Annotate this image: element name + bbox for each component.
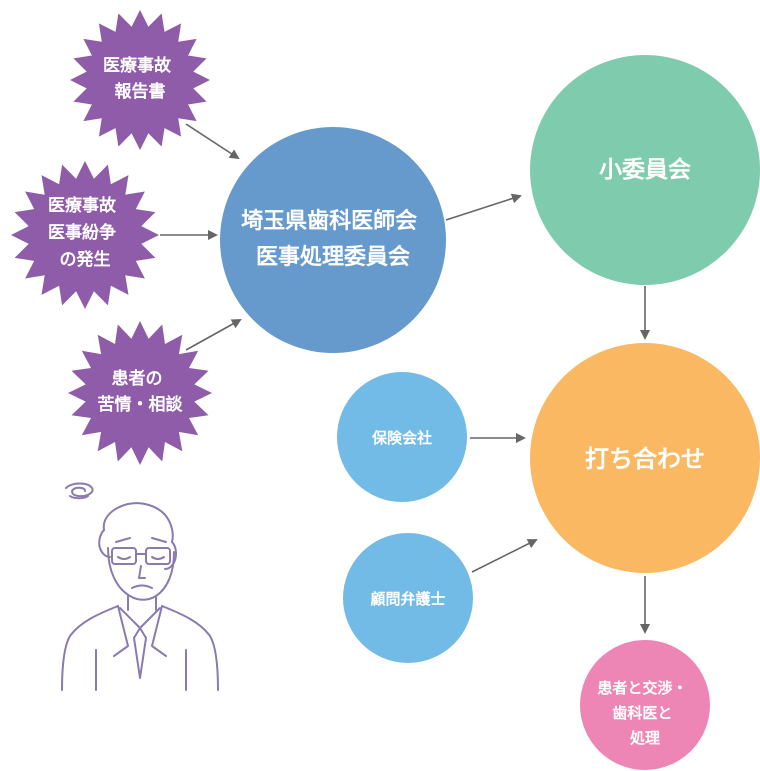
svg-text:打ち合わせ: 打ち合わせ (585, 445, 705, 473)
svg-text:医療事故 報告書: 医療事故 報告書 (103, 55, 177, 102)
meeting-label: 打ち合わせ (585, 445, 705, 473)
svg-text:患者の 苦情・相談: 患者の 苦情・相談 (98, 368, 184, 415)
insurance-label: 保険会社 (371, 429, 432, 447)
arrow-lawyer-to-meeting (471, 539, 538, 573)
starburst-report-line-2: 報告書 (115, 81, 166, 102)
starburst-accident-line-3: の発生 (60, 249, 111, 270)
starburst-accident-line-2: 医事紛争 (48, 222, 116, 243)
lawyer-label: 顧問弁護士 (370, 590, 445, 608)
starburst-report: 医療事故 報告書 (70, 10, 210, 150)
svg-text:顧問弁護士: 顧問弁護士 (370, 590, 445, 608)
result-line-3: 処理 (629, 729, 660, 747)
main-committee-line-2: 医事処理委員会 (256, 244, 410, 270)
node-main-committee: 埼玉県歯科医師会 医事処理委員会 (220, 127, 446, 353)
svg-text:小委員会: 小委員会 (599, 156, 691, 183)
arrows (160, 123, 650, 634)
arrow-complaint-to-committee (185, 319, 242, 351)
starburst-complaint-line-1: 患者の (112, 368, 163, 389)
starburst-accident: 医療事故 医事紛争 の発生 (11, 161, 159, 309)
node-meeting: 打ち合わせ (530, 343, 760, 573)
result-line-2: 歯科医と (612, 704, 672, 722)
starburst-complaint-line-2: 苦情・相談 (98, 394, 184, 415)
arrow-committee-to-subcommittee (445, 193, 522, 221)
node-insurance: 保険会社 (337, 372, 467, 502)
svg-text:患者と交渉・ 歯科医と 処理: 患者と交渉・ 歯科医と 処理 (597, 679, 692, 747)
node-lawyer: 顧問弁護士 (343, 533, 473, 663)
starburst-accident-line-1: 医療事故 (48, 195, 117, 216)
node-result: 患者と交渉・ 歯科医と 処理 (580, 640, 710, 770)
svg-text:埼玉県歯科医師会 医事処理委員会: 埼玉県歯科医師会 医事処理委員会 (241, 208, 425, 270)
svg-text:保険会社: 保険会社 (371, 429, 432, 447)
result-line-1: 患者と交渉・ (597, 679, 687, 697)
sub-committee-label: 小委員会 (599, 156, 691, 183)
node-sub-committee: 小委員会 (530, 55, 760, 285)
main-committee-line-1: 埼玉県歯科医師会 (241, 208, 417, 234)
svg-text:医療事故 医事紛争 の発生: 医療事故 医事紛争 の発生 (48, 195, 122, 270)
starburst-complaint: 患者の 苦情・相談 (68, 321, 212, 465)
arrow-report-to-committee (185, 123, 240, 160)
worried-doctor-icon (61, 482, 219, 691)
starburst-report-line-1: 医療事故 (103, 55, 172, 76)
